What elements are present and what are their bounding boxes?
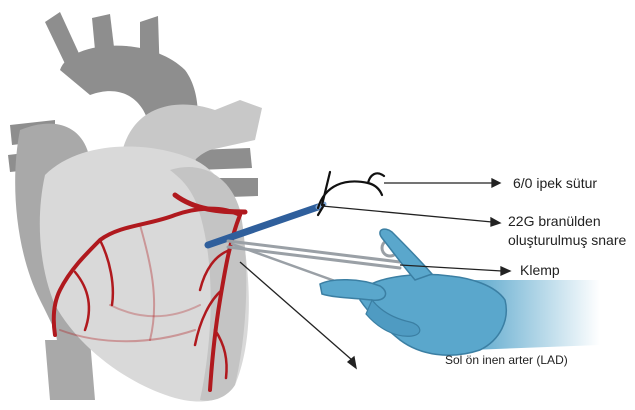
gloved-hand	[320, 229, 600, 355]
leader-snare	[322, 206, 492, 222]
label-snare-line2: oluşturulmuş snare	[508, 232, 626, 248]
label-clamp: Klemp	[520, 262, 560, 278]
label-snare-line1: 22G branülden	[508, 213, 601, 229]
label-lad: Sol ön inen arter (LAD)	[445, 353, 568, 367]
inferior-vena-cava	[45, 340, 95, 400]
label-suture: 6/0 ipek sütur	[513, 175, 597, 191]
leader-lad	[240, 262, 352, 360]
